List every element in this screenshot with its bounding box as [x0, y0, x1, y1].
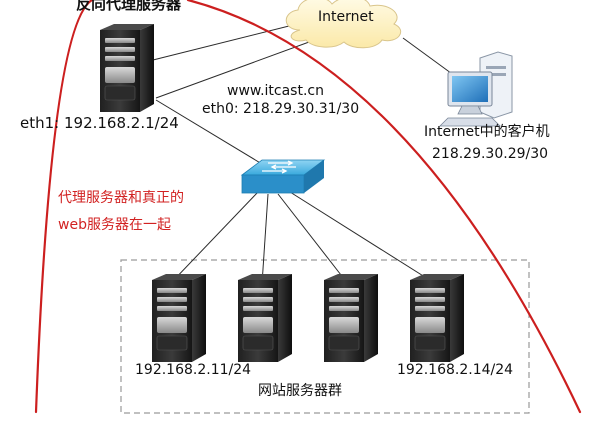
network-links	[152, 21, 456, 285]
client-ip-label: 218.29.30.29/30	[432, 146, 549, 162]
proxy-domain-label: www.itcast.cn	[227, 83, 324, 99]
switch-to-server2-link	[261, 193, 269, 285]
server-group-label: 网站服务器群	[258, 383, 342, 399]
web-server-4-icon	[409, 273, 465, 363]
red-annotation-curve	[34, 0, 582, 414]
network-switch-icon	[240, 159, 326, 194]
internet-cloud	[285, 0, 402, 49]
proxy-eth1-label: eth1: 192.168.2.1/24	[20, 114, 179, 132]
diagram-title: 反向代理服务器	[76, 0, 182, 13]
web-server-3-icon	[323, 273, 379, 363]
server-group-boundary	[120, 259, 530, 414]
proxy-eth0-label: eth0: 218.29.30.31/30	[202, 101, 360, 117]
internet-label: Internet	[318, 9, 374, 25]
web-server-last-ip-label: 192.168.2.14/24	[397, 362, 514, 378]
web-server-1-icon	[151, 273, 207, 363]
annotation-note-line1: 代理服务器和真正的	[58, 190, 184, 206]
annotation-note-line2: web服务器在一起	[58, 217, 171, 233]
switch-to-server3-link	[277, 193, 349, 285]
web-server-first-ip-label: 192.168.2.11/24	[135, 362, 252, 378]
proxy-to-switch-link	[155, 99, 268, 168]
client-computer-icon	[439, 51, 513, 127]
proxy-to-internet-link	[152, 21, 306, 61]
switch-to-server4-link	[289, 191, 437, 285]
proxy-eth0-link	[155, 37, 321, 99]
client-label: Internet中的客户机	[424, 124, 550, 140]
switch-to-server1-link	[169, 191, 259, 285]
reverse-proxy-server-icon	[99, 23, 155, 113]
web-server-2-icon	[237, 273, 293, 363]
internet-to-client-link	[402, 37, 456, 77]
